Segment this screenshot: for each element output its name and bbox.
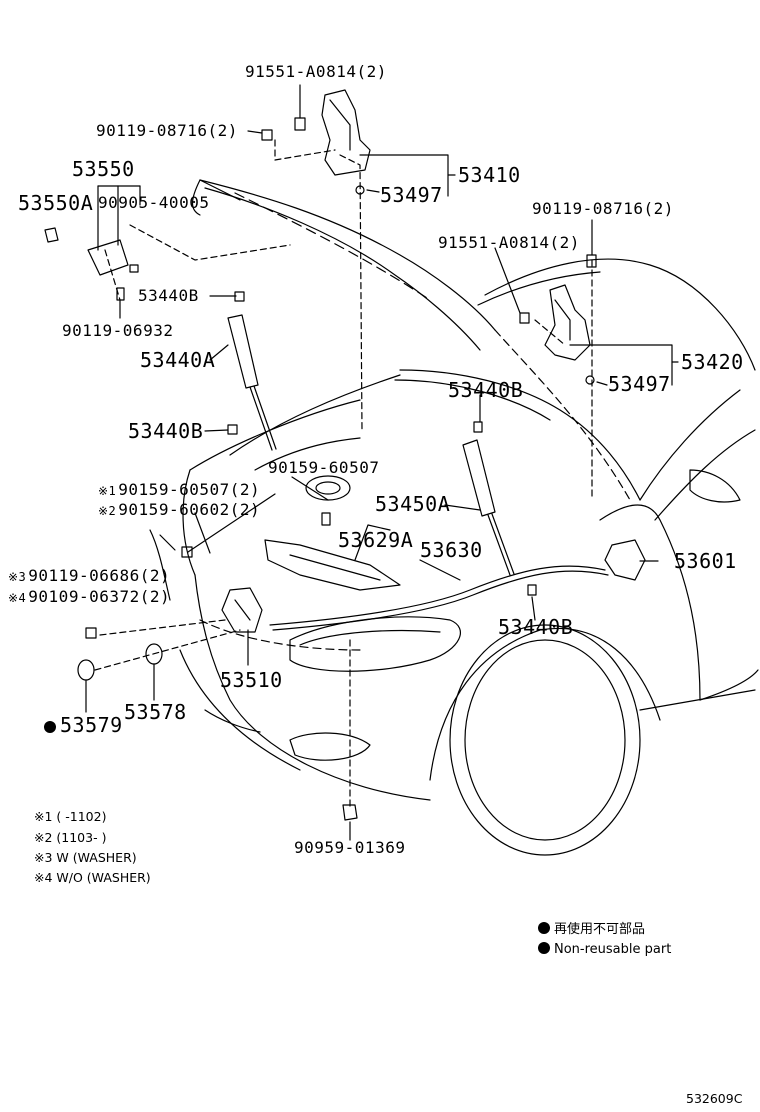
leader-lines — [85, 84, 679, 841]
label-53510: 53510 — [220, 668, 283, 692]
label-53578: 53578 — [124, 700, 187, 724]
label-90159-60507: 90159-60507 — [268, 458, 380, 477]
label-53630: 53630 — [420, 538, 483, 562]
label-53497-right: 53497 — [608, 372, 671, 396]
label-90959: 90959-01369 — [294, 838, 406, 857]
label-53420: 53420 — [681, 350, 744, 374]
label-53410: 53410 — [458, 163, 521, 187]
legend-en: Non-reusable part — [538, 942, 671, 956]
label-90159-60507-2-text: 90159-60507(2) — [118, 480, 261, 499]
footnote-4: ※4 W/O (WASHER) — [34, 870, 151, 885]
legend-dot-jp — [538, 922, 550, 934]
dashed-lines — [94, 139, 593, 811]
footnote-1: ※1 ( -1102) — [34, 809, 107, 824]
label-53440a: 53440A — [140, 348, 216, 372]
label-53450a: 53450A — [375, 492, 451, 516]
footnote-3: ※3 W (WASHER) — [34, 850, 137, 865]
label-90905: 90905-40005 — [98, 193, 210, 212]
legend-jp: 再使用不可部品 — [538, 922, 645, 936]
mark-2: ※2 — [98, 504, 117, 518]
release-cable — [269, 539, 646, 631]
label-53579-text: 53579 — [60, 713, 123, 737]
gas-strut-right — [462, 421, 537, 596]
label-90159-60602-2-text: 90159-60602(2) — [118, 500, 261, 519]
hinge-left — [261, 89, 371, 195]
label-91551-right: 91551-A0814(2) — [438, 233, 580, 252]
label-90119-06932: 90119-06932 — [62, 321, 174, 340]
label-53629a: 53629A — [338, 528, 414, 552]
legend-en-text: Non-reusable part — [554, 942, 672, 957]
label-53497-top: 53497 — [380, 183, 443, 207]
diagram-code: 532609C — [686, 1091, 743, 1106]
label-90119-right: 90119-08716(2) — [532, 199, 674, 218]
label-90119-06686-text: 90119-06686(2) — [28, 566, 171, 585]
footnote-2: ※2 (1103- ) — [34, 830, 107, 845]
non-reusable-dot — [44, 721, 56, 733]
label-53579: 53579 — [44, 715, 123, 735]
label-91551-top: 91551-A0814(2) — [245, 62, 387, 81]
label-90119-top: 90119-08716(2) — [96, 121, 238, 140]
gas-strut-left — [227, 291, 277, 451]
hood-outline — [191, 179, 756, 501]
label-53550a: 53550A — [18, 191, 94, 215]
mark-1: ※1 — [98, 484, 117, 498]
mark-3: ※3 — [8, 570, 27, 584]
label-90109-06372-text: 90109-06372(2) — [28, 587, 171, 606]
label-53440b-1: 53440B — [138, 286, 199, 305]
label-53440b-4: 53440B — [498, 615, 574, 639]
mark-4: ※4 — [8, 591, 27, 605]
label-53601: 53601 — [674, 549, 737, 573]
hood-support-bracket — [44, 227, 139, 301]
car-body — [149, 369, 759, 856]
label-53440b-3: 53440B — [128, 419, 204, 443]
label-53440b-2: 53440B — [448, 378, 524, 402]
legend-jp-text: 再使用不可部品 — [554, 922, 646, 937]
label-53550: 53550 — [72, 157, 135, 181]
legend-dot-en — [538, 942, 550, 954]
clip-bottom — [342, 804, 358, 821]
hood-seal-bracket — [264, 475, 401, 591]
